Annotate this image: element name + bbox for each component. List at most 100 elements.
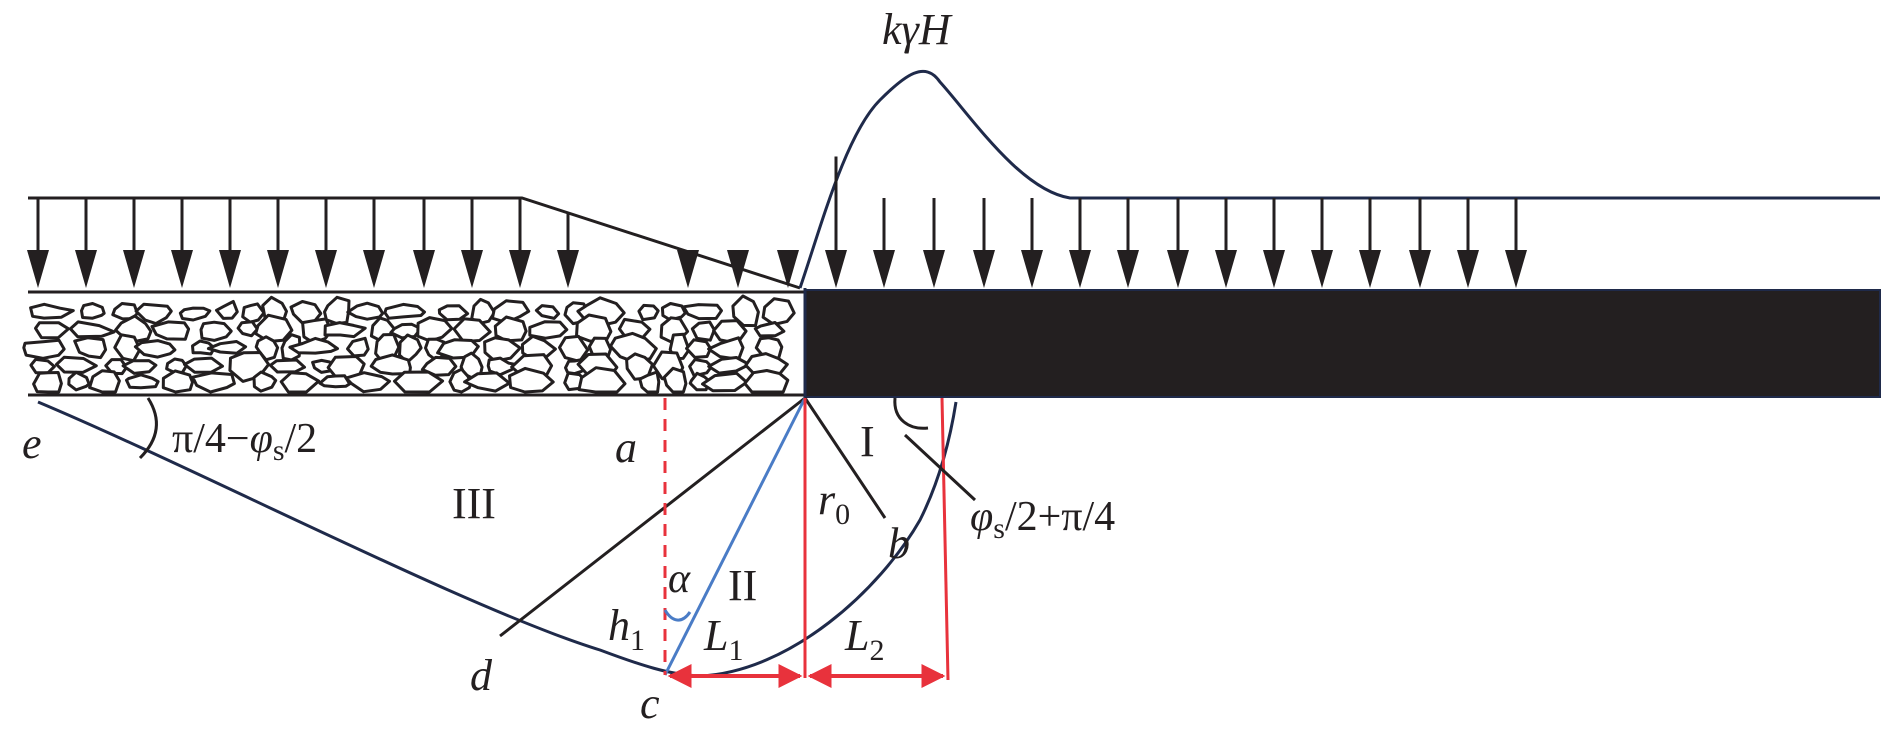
rubble-stone (88, 369, 121, 394)
label-L1: L1 (703, 611, 743, 667)
load-arrow-head (825, 250, 847, 288)
load-arrow-head (413, 250, 435, 288)
rubble-stone (743, 369, 790, 394)
rubble-stone (420, 355, 458, 377)
load-arrow-head (267, 250, 289, 288)
rubble-stone (707, 336, 745, 361)
angle-arc-alpha (663, 609, 692, 622)
rubble-stone (682, 303, 723, 321)
load-profile-left (28, 196, 801, 290)
rubble-stone (577, 366, 627, 394)
point-label-c: c (640, 679, 660, 728)
rubble-stone (150, 320, 191, 341)
rubble-stone (318, 374, 352, 389)
load-arrow-head (973, 250, 995, 288)
region-label-1: I (860, 417, 875, 466)
rubble-stone (685, 338, 713, 359)
load-arrow-head (1263, 250, 1285, 288)
rubble-stone (344, 371, 391, 394)
rubble-stone (29, 357, 56, 375)
load-arrow-head (923, 250, 945, 288)
rubble-stone (493, 315, 528, 343)
rubble-stone (534, 304, 561, 320)
load-arrow-head (1167, 250, 1189, 288)
rubble-stone (508, 366, 555, 394)
coal-seam (804, 289, 1881, 398)
point-label-b: b (888, 519, 910, 568)
load-arrow-head (1457, 250, 1479, 288)
load-arrow-head (1117, 250, 1139, 288)
load-arrow-head (1215, 250, 1237, 288)
rubble-stone (73, 336, 108, 360)
line-o-d (499, 396, 806, 638)
rubble-stone (688, 358, 713, 378)
rubble-stone (121, 359, 158, 375)
line-o-b (803, 397, 887, 519)
rubble-stone (638, 370, 661, 394)
load-arrow-head (219, 250, 241, 288)
load-arrow-head (873, 250, 895, 288)
rubble-stone (701, 371, 749, 393)
load-arrows (27, 156, 1527, 288)
rubble-stone (323, 321, 367, 339)
rubble-stone (470, 297, 496, 325)
rubble-stone (323, 295, 351, 326)
rubble-stone (29, 302, 75, 320)
point-label-e: e (22, 419, 42, 468)
label-L2: L2 (844, 611, 884, 667)
load-label: kγH (882, 5, 953, 54)
rubble-stone (452, 317, 492, 344)
rubble-stone (22, 338, 66, 360)
rubble-stone (393, 370, 445, 394)
rubble-stone (254, 313, 294, 343)
rubble-stone (80, 302, 106, 320)
load-arrow-head (777, 250, 799, 288)
load-arrow-head (1069, 250, 1091, 288)
rubble-stone (55, 355, 98, 374)
load-arrow-head (315, 250, 337, 288)
rubble-stone (483, 336, 522, 363)
load-arrow-head (1505, 250, 1527, 288)
rubble-stone (346, 301, 385, 321)
rubble-stone (241, 302, 266, 324)
load-arrow-head (123, 250, 145, 288)
rubble-stone (707, 356, 751, 375)
rubble-stone (311, 358, 334, 374)
rubble-stone (437, 304, 470, 322)
rubble-stone (161, 369, 194, 394)
rubble-stone (125, 373, 160, 390)
load-arrow-head (171, 250, 193, 288)
rubble-stone (761, 297, 796, 326)
rubble-stone (215, 300, 239, 320)
angle-label-left: π/4−φs/2 (172, 416, 317, 467)
rubble-stone (32, 371, 63, 394)
point-label-d: d (470, 651, 493, 700)
rubble-stone (252, 370, 278, 393)
rubble-stone (133, 339, 177, 359)
load-profile-peak (798, 69, 1880, 289)
load-arrow-head (75, 250, 97, 288)
rubble-stone (448, 367, 473, 394)
slip-surface-c-b (699, 401, 958, 678)
rubble-stone (288, 336, 339, 355)
load-arrow-head (1021, 250, 1043, 288)
rubble-stone (236, 320, 259, 338)
load-arrow-head (363, 250, 385, 288)
line-o-c (663, 397, 807, 676)
rubble-stone (191, 371, 236, 394)
load-arrow-head (461, 250, 483, 288)
rubble-stone (753, 321, 786, 338)
load-arrow-head (1359, 250, 1381, 288)
rubble-stone (268, 358, 306, 374)
load-arrow-head (1311, 250, 1333, 288)
rubble-stone (398, 333, 423, 364)
rubble-stone (637, 303, 660, 322)
rubble-stone (206, 340, 248, 355)
load-arrow-head (727, 250, 749, 288)
rubble-stone (416, 316, 454, 343)
label-alpha: α (668, 556, 691, 602)
rubble-stone (67, 370, 91, 392)
gob-rubble (22, 294, 796, 394)
